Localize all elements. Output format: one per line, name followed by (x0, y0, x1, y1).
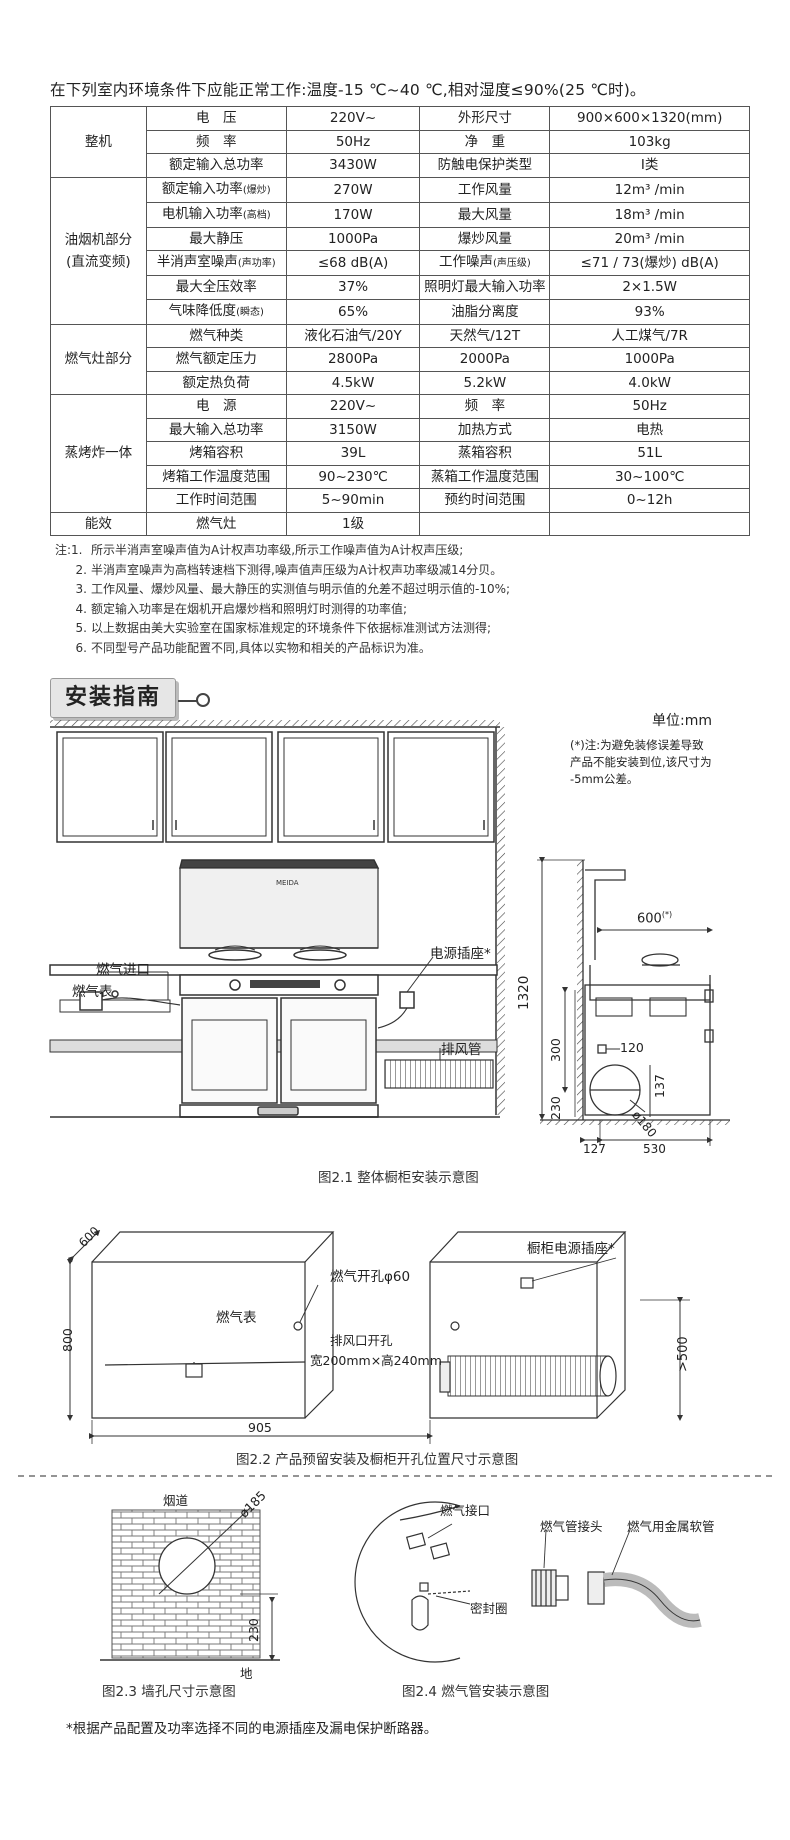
flue-label: 烟道 (163, 1493, 189, 1508)
dim-800: 800 (60, 1328, 75, 1352)
cutout-diagram (67, 1229, 690, 1444)
wall-hole-diagram (100, 1507, 280, 1661)
dim-530: 530 (643, 1142, 666, 1156)
upper-cabinet (56, 731, 164, 843)
upper-cabinet (387, 731, 495, 843)
burner (293, 949, 347, 961)
upper-cabinet (165, 731, 273, 843)
gas-port-label: 燃气接口 (440, 1503, 491, 1518)
upper-cabinet (277, 731, 385, 843)
exhaust-hose (447, 1355, 609, 1397)
cabinet-socket-label: 橱柜电源插座* (527, 1241, 615, 1257)
figure-caption: 图2.4 燃气管安装示意图 (402, 1684, 550, 1700)
group-label: 整机 (50, 106, 147, 178)
note-item: 4.额定输入功率是在烟机开启爆炒档和照明灯时测得的功率值; (75, 601, 408, 616)
dim-300: 300 (548, 1038, 563, 1062)
cabinet-box-left (91, 1261, 306, 1419)
hood-top (179, 859, 380, 869)
gas-inlet-label: 燃气进口 (96, 962, 150, 978)
note-item: 3.工作风量、爆炒风量、最大静压的实测值与明示值的允差不超过明示值的-10%; (75, 582, 511, 597)
figure-caption: 图2.2 产品预留安装及橱柜开孔位置尺寸示意图 (236, 1452, 519, 1468)
connector-label: 燃气管接头 (540, 1519, 603, 1534)
table-row: 半消声室噪声(声功率)≤68 dB(A)工作噪声(声压级)≤71 / 73(爆炒… (51, 250, 750, 276)
exhaust-hole-size: 宽200mm×高240mm (310, 1353, 442, 1368)
dim-230: 230 (548, 1096, 563, 1120)
ground-label: 地 (240, 1666, 253, 1681)
brand-text: MEIDA (276, 879, 299, 887)
power-socket-shape (399, 991, 415, 1009)
figure-caption: 图2.1 整体橱柜安装示意图 (318, 1170, 479, 1186)
gas-meter-label: 燃气表 (72, 984, 113, 1000)
gas-pipe-diagram (354, 1501, 702, 1663)
notes-list: 注:1.所示半消声室噪声值为A计权声功率级,所示工作噪声值为A计权声压级; 2.… (55, 541, 510, 659)
gas-meter-label: 燃气表 (216, 1310, 257, 1326)
decorative-line (178, 700, 198, 702)
exhaust-pipe-label: 排风管 (441, 1042, 482, 1058)
gas-meter-shape (79, 991, 103, 1011)
gas-hole-label: 燃气开孔φ60 (330, 1269, 411, 1285)
exhaust-hole-label: 排风口开孔 (330, 1333, 393, 1348)
note-item: 注:1.所示半消声室噪声值为A计权声功率级,所示工作噪声值为A计权声压级; (55, 543, 464, 557)
dim-120: 120 (620, 1040, 644, 1055)
seal-label: 密封圈 (470, 1601, 508, 1616)
decorative-ring (196, 693, 210, 707)
dim-1320: 1320 (516, 975, 532, 1010)
oven-door (181, 997, 278, 1104)
note-item: 2.半消声室噪声为高档转速档下测得,噪声值声压级为A计权声功率级减14分贝。 (75, 562, 503, 577)
ceiling-hatch (50, 720, 500, 726)
note-item: 5.以上数据由美大实验室在国家标准规定的环境条件下依据标准测试方法测得; (75, 621, 492, 636)
hose-label: 燃气用金属软管 (627, 1519, 715, 1534)
cabinet-diagram (49, 720, 505, 1118)
exhaust-hose-shape (384, 1059, 494, 1089)
steam-door (280, 997, 377, 1104)
dim-230-wall: 230 (246, 1618, 261, 1642)
group-label: 油烟机部分(直流变频) (50, 176, 147, 325)
environment-condition-text: 在下列室内环境条件下应能正常工作:温度-15 ℃~40 ℃,相对湿度≤90%(2… (50, 81, 646, 99)
group-label: 能效 (50, 511, 147, 536)
side-wall-hatch (577, 860, 583, 1120)
tolerance-note: (*)注:为避免装修误差导致 产品不能安装到位,该尺寸为 -5mm公差。 (570, 738, 712, 786)
footnote: *根据产品配置及功率选择不同的电源插座及漏电保护断路器。 (66, 1721, 438, 1737)
power-socket-label: 电源插座* (430, 946, 491, 962)
section-title: 安装指南 (50, 678, 176, 718)
dim-905: 905 (248, 1420, 272, 1435)
dim-600: 600(*) (637, 910, 673, 927)
unit-label: 单位:mm (652, 713, 712, 729)
dim-127: 127 (583, 1142, 606, 1156)
hood-body (179, 867, 379, 949)
wall-hatch (497, 727, 505, 1115)
note-item: 6.不同型号产品功能配置不同,具体以实物和相关的产品标识为准。 (75, 640, 431, 655)
enlarge-circle (354, 1501, 461, 1663)
gas-meter-box (185, 1363, 203, 1378)
group-label: 燃气灶部分 (50, 323, 147, 395)
dim-500: >500 (676, 1336, 691, 1372)
burner (208, 949, 262, 961)
socket-box (520, 1277, 534, 1289)
dim-137: 137 (652, 1074, 667, 1098)
figure-caption: 图2.3 墙孔尺寸示意图 (102, 1684, 236, 1700)
wall-hole (158, 1537, 216, 1595)
gas-port (597, 1044, 607, 1054)
side-view-diagram (537, 857, 730, 1146)
side-body (584, 984, 711, 1116)
